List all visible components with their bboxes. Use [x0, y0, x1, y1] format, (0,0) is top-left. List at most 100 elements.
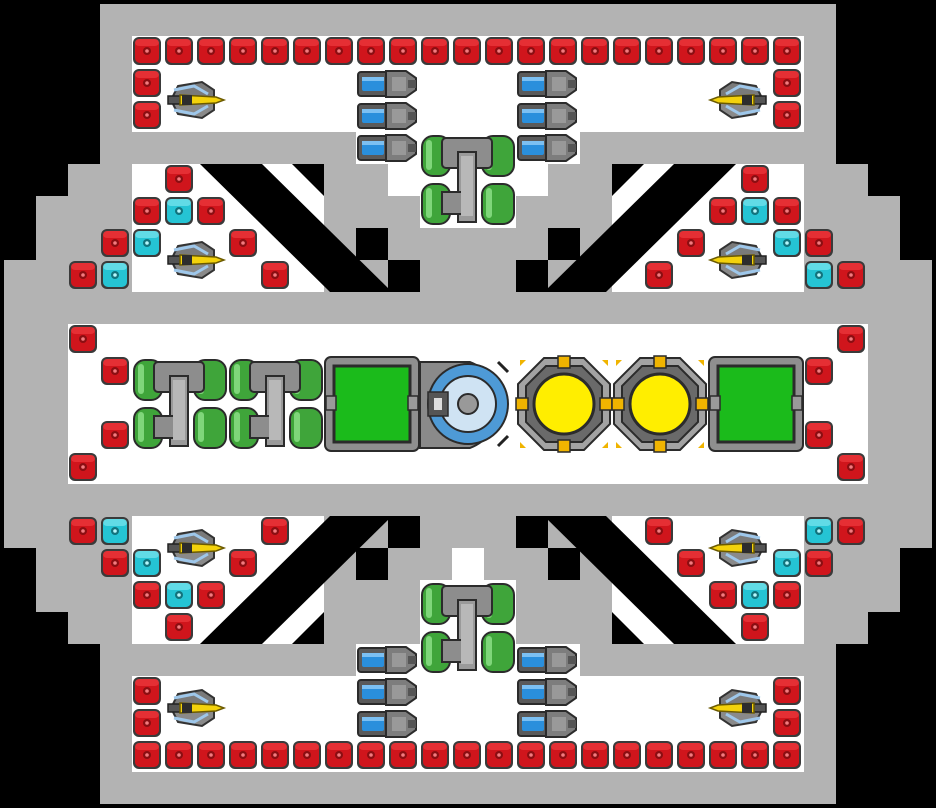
shield-block[interactable]	[165, 581, 193, 609]
armor-block[interactable]	[453, 741, 481, 769]
armor-block[interactable]	[101, 549, 129, 577]
engine[interactable]	[227, 355, 325, 453]
armor-block[interactable]	[773, 197, 801, 225]
shield-block[interactable]	[101, 261, 129, 289]
armor-block[interactable]	[133, 101, 161, 129]
shield-block[interactable]	[133, 229, 161, 257]
armor-block[interactable]	[773, 677, 801, 705]
armor-block[interactable]	[645, 517, 673, 545]
armor-block[interactable]	[165, 37, 193, 65]
armor-block[interactable]	[613, 37, 641, 65]
armor-block[interactable]	[133, 69, 161, 97]
armor-block[interactable]	[69, 453, 97, 481]
armor-block[interactable]	[773, 581, 801, 609]
thruster[interactable]	[515, 643, 581, 677]
armor-block[interactable]	[677, 549, 705, 577]
armor-block[interactable]	[69, 261, 97, 289]
thruster[interactable]	[355, 131, 421, 165]
armor-block[interactable]	[581, 37, 609, 65]
armor-block[interactable]	[69, 517, 97, 545]
thruster[interactable]	[515, 131, 581, 165]
armor-block[interactable]	[837, 261, 865, 289]
shield-block[interactable]	[773, 549, 801, 577]
armor-block[interactable]	[805, 549, 833, 577]
armor-block[interactable]	[197, 741, 225, 769]
armor-block[interactable]	[709, 197, 737, 225]
armor-block[interactable]	[773, 709, 801, 737]
armor-block[interactable]	[773, 741, 801, 769]
armor-block[interactable]	[837, 517, 865, 545]
shield-block[interactable]	[805, 261, 833, 289]
armor-block[interactable]	[645, 261, 673, 289]
shield-block[interactable]	[773, 229, 801, 257]
armor-block[interactable]	[229, 37, 257, 65]
thruster[interactable]	[355, 67, 421, 101]
armor-block[interactable]	[165, 165, 193, 193]
thruster[interactable]	[515, 675, 581, 709]
engine[interactable]	[419, 579, 517, 677]
armor-block[interactable]	[773, 37, 801, 65]
armor-block[interactable]	[741, 37, 769, 65]
armor-block[interactable]	[133, 581, 161, 609]
armor-block[interactable]	[709, 37, 737, 65]
armor-block[interactable]	[805, 357, 833, 385]
armor-block[interactable]	[741, 165, 769, 193]
armor-block[interactable]	[613, 741, 641, 769]
armor-block[interactable]	[293, 741, 321, 769]
armor-block[interactable]	[453, 37, 481, 65]
armor-block[interactable]	[229, 229, 257, 257]
armor-block[interactable]	[69, 325, 97, 353]
thruster[interactable]	[355, 707, 421, 741]
armor-block[interactable]	[549, 741, 577, 769]
reactor-1[interactable]	[514, 354, 614, 454]
armor-block[interactable]	[101, 421, 129, 449]
armor-block[interactable]	[741, 613, 769, 641]
armor-block[interactable]	[677, 229, 705, 257]
armor-block[interactable]	[677, 741, 705, 769]
armor-block[interactable]	[805, 229, 833, 257]
armor-block[interactable]	[645, 741, 673, 769]
armor-block[interactable]	[229, 549, 257, 577]
armor-block[interactable]	[133, 741, 161, 769]
armor-block[interactable]	[645, 37, 673, 65]
thruster[interactable]	[355, 99, 421, 133]
armor-block[interactable]	[421, 741, 449, 769]
shield-block[interactable]	[165, 197, 193, 225]
shield-block[interactable]	[133, 549, 161, 577]
command-module[interactable]	[419, 360, 510, 449]
armor-block[interactable]	[773, 101, 801, 129]
armor-block[interactable]	[389, 741, 417, 769]
engine[interactable]	[419, 131, 517, 229]
armor-block[interactable]	[165, 613, 193, 641]
armor-block[interactable]	[421, 37, 449, 65]
engine[interactable]	[131, 355, 229, 453]
armor-block[interactable]	[261, 37, 289, 65]
armor-block[interactable]	[837, 325, 865, 353]
cargo-bay-right[interactable]	[707, 355, 805, 453]
shield-block[interactable]	[101, 517, 129, 545]
armor-block[interactable]	[133, 37, 161, 65]
armor-block[interactable]	[133, 197, 161, 225]
shield-block[interactable]	[741, 197, 769, 225]
armor-block[interactable]	[101, 357, 129, 385]
armor-block[interactable]	[837, 453, 865, 481]
armor-block[interactable]	[485, 741, 513, 769]
armor-block[interactable]	[133, 709, 161, 737]
armor-block[interactable]	[261, 517, 289, 545]
armor-block[interactable]	[581, 741, 609, 769]
armor-block[interactable]	[549, 37, 577, 65]
armor-block[interactable]	[741, 741, 769, 769]
armor-block[interactable]	[805, 421, 833, 449]
armor-block[interactable]	[261, 261, 289, 289]
cargo-bay-left[interactable]	[323, 355, 421, 453]
armor-block[interactable]	[709, 581, 737, 609]
thruster[interactable]	[355, 643, 421, 677]
armor-block[interactable]	[709, 741, 737, 769]
armor-block[interactable]	[101, 229, 129, 257]
thruster[interactable]	[515, 67, 581, 101]
armor-block[interactable]	[165, 741, 193, 769]
armor-block[interactable]	[229, 741, 257, 769]
armor-block[interactable]	[357, 37, 385, 65]
thruster[interactable]	[515, 99, 581, 133]
